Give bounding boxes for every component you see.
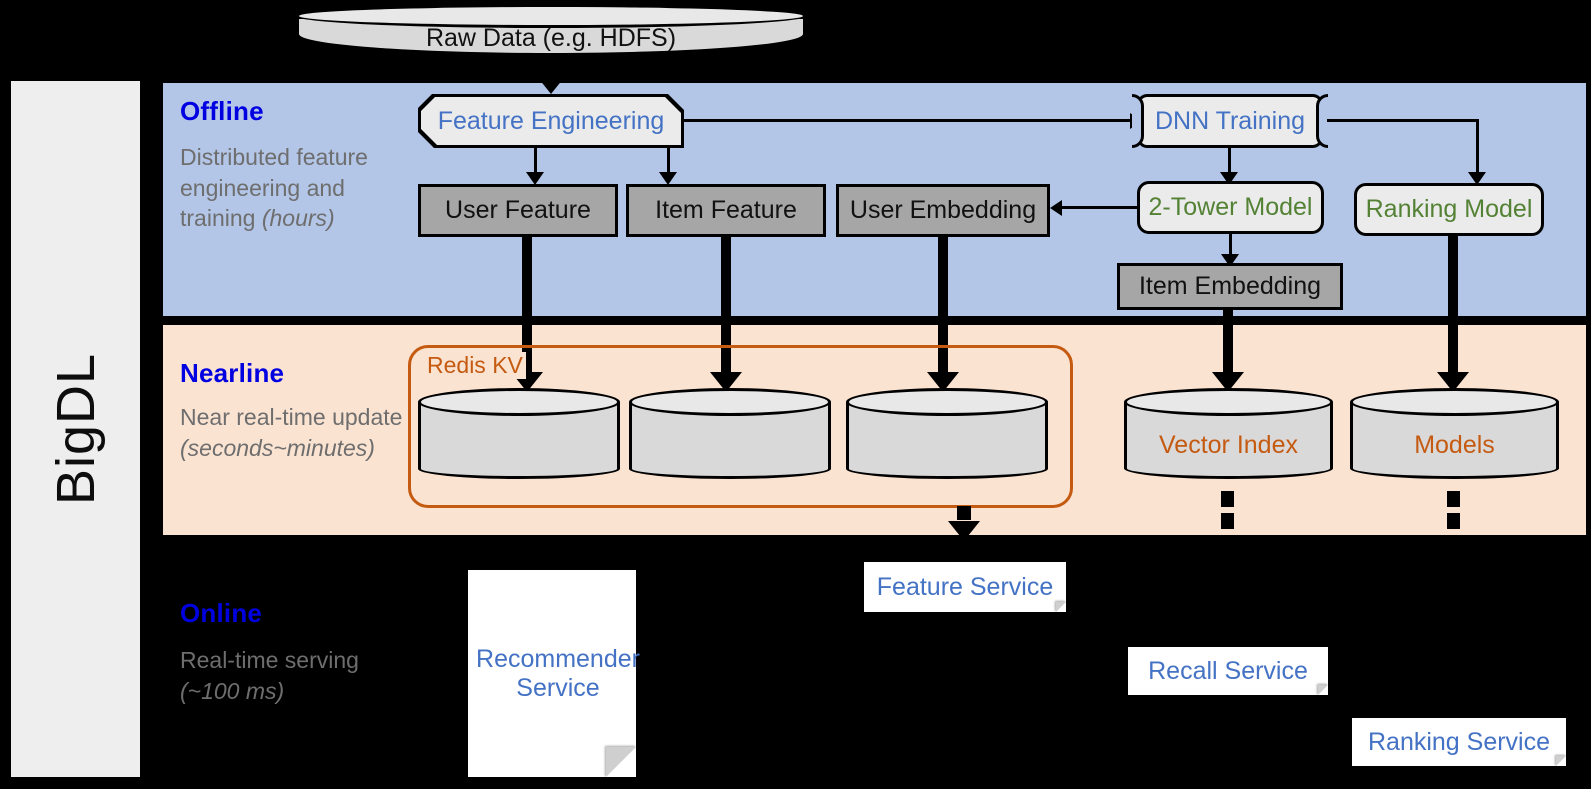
arrowhead-feed-vectorindex <box>1212 372 1244 392</box>
feed-userfeature <box>522 237 532 382</box>
arrowhead-feed-models <box>1437 372 1469 392</box>
arrowhead-feed-itemfeature <box>710 372 742 392</box>
nearline-subtitle: Near real-time update (seconds~minutes) <box>180 402 405 463</box>
recall-service-node[interactable]: Recall Service <box>1128 647 1328 695</box>
feature-engineering-label: Feature Engineering <box>437 106 665 135</box>
dash-models-ranking-1 <box>1447 491 1460 507</box>
offline-subtitle-em: (hours) <box>261 205 335 232</box>
online-subtitle-em: (~100 ms) <box>180 677 285 704</box>
connector-dnn-twotower <box>1228 148 1231 176</box>
bigdl-label: BigDL <box>45 352 106 506</box>
nearline-subtitle-text: Near real-time update <box>180 404 403 430</box>
feed-itemembedding-vectorindex <box>1223 310 1233 382</box>
feed-rankingmodel-models <box>1448 236 1458 382</box>
models-store[interactable]: Models <box>1350 388 1559 491</box>
connector-twotower-userembedding <box>1062 206 1138 209</box>
connector-fe-dnn <box>684 119 1132 122</box>
item-feature-store[interactable] <box>629 388 831 491</box>
arrowhead-feed-userembedding <box>927 372 959 392</box>
connector-dnn-ranking-h <box>1327 119 1479 122</box>
ranking-model-label: Ranking Model <box>1365 195 1533 224</box>
recommender-service-node[interactable]: Recommender Service <box>468 570 640 777</box>
user-embedding-store[interactable] <box>846 388 1048 491</box>
dnn-training-label: DNN Training <box>1154 106 1306 135</box>
arrowhead-redis-featureservice <box>948 521 980 541</box>
feature-service-label: Feature Service <box>876 572 1054 601</box>
nearline-subtitle-em: (seconds~minutes) <box>180 434 375 461</box>
redis-kv-label: Redis KV <box>424 352 526 379</box>
ranking-service-node[interactable]: Ranking Service <box>1352 718 1566 766</box>
feed-itemfeature <box>721 237 731 382</box>
dash-vectorindex-recall-2 <box>1221 513 1234 529</box>
offline-subtitle: Distributed feature engineering and trai… <box>180 142 410 234</box>
user-embedding-label: User Embedding <box>849 196 1037 225</box>
ranking-model-node[interactable]: Ranking Model <box>1354 183 1544 236</box>
user-embedding-node[interactable]: User Embedding <box>836 184 1050 237</box>
feed-userembedding <box>938 237 948 382</box>
online-title: Online <box>180 598 263 628</box>
connector-fe-itemfeature <box>667 148 670 176</box>
feature-engineering-node[interactable]: Feature Engineering <box>418 94 684 148</box>
dnn-training-node[interactable]: DNN Training <box>1132 94 1328 148</box>
user-feature-label: User Feature <box>445 196 591 225</box>
item-embedding-node[interactable]: Item Embedding <box>1117 263 1343 310</box>
user-feature-store[interactable] <box>418 388 620 491</box>
redis-kv-container <box>408 345 1073 508</box>
recall-service-label: Recall Service <box>1148 656 1308 685</box>
connector-fe-userfeature <box>534 148 537 176</box>
item-feature-node[interactable]: Item Feature <box>626 184 826 237</box>
arrowhead-dnn-ranking <box>1468 172 1486 185</box>
item-embedding-label: Item Embedding <box>1138 272 1322 301</box>
two-tower-model-label: 2-Tower Model <box>1148 193 1313 222</box>
connector-rawdata-fe <box>547 62 553 80</box>
dash-models-ranking-2 <box>1447 513 1460 529</box>
feature-service-node[interactable]: Feature Service <box>864 562 1066 612</box>
offline-subtitle-text: Distributed feature engineering and trai… <box>180 144 368 232</box>
arrowhead-fe-userfeature <box>526 172 544 185</box>
ranking-service-label: Ranking Service <box>1367 727 1551 756</box>
raw-data-label: Raw Data (e.g. HDFS) <box>425 24 677 52</box>
vector-index-label: Vector Index <box>1159 431 1298 459</box>
recommender-service-label: Recommender Service <box>476 644 640 702</box>
two-tower-model-node[interactable]: 2-Tower Model <box>1137 181 1324 234</box>
offline-title: Offline <box>180 96 264 126</box>
item-feature-label: Item Feature <box>655 196 797 225</box>
dash-vectorindex-recall-1 <box>1221 491 1234 507</box>
models-label: Models <box>1414 431 1495 459</box>
online-subtitle: Real-time serving (~100 ms) <box>180 645 380 706</box>
dash-redis-featureservice-1 <box>957 506 971 520</box>
connector-dnn-ranking-v <box>1476 119 1479 176</box>
nearline-title: Nearline <box>180 358 285 388</box>
online-subtitle-text: Real-time serving <box>180 647 359 673</box>
connector-twotower-itemembedding <box>1229 234 1232 260</box>
arrowhead-fe-itemfeature <box>659 172 677 185</box>
arrowhead-twotower-userembedding <box>1050 200 1062 216</box>
raw-data-store: Raw Data (e.g. HDFS) <box>296 4 806 62</box>
vector-index-store[interactable]: Vector Index <box>1124 388 1333 491</box>
arrowhead-rawdata-fe <box>535 74 567 94</box>
bigdl-sidebar: BigDL <box>8 78 143 780</box>
user-feature-node[interactable]: User Feature <box>418 184 618 237</box>
